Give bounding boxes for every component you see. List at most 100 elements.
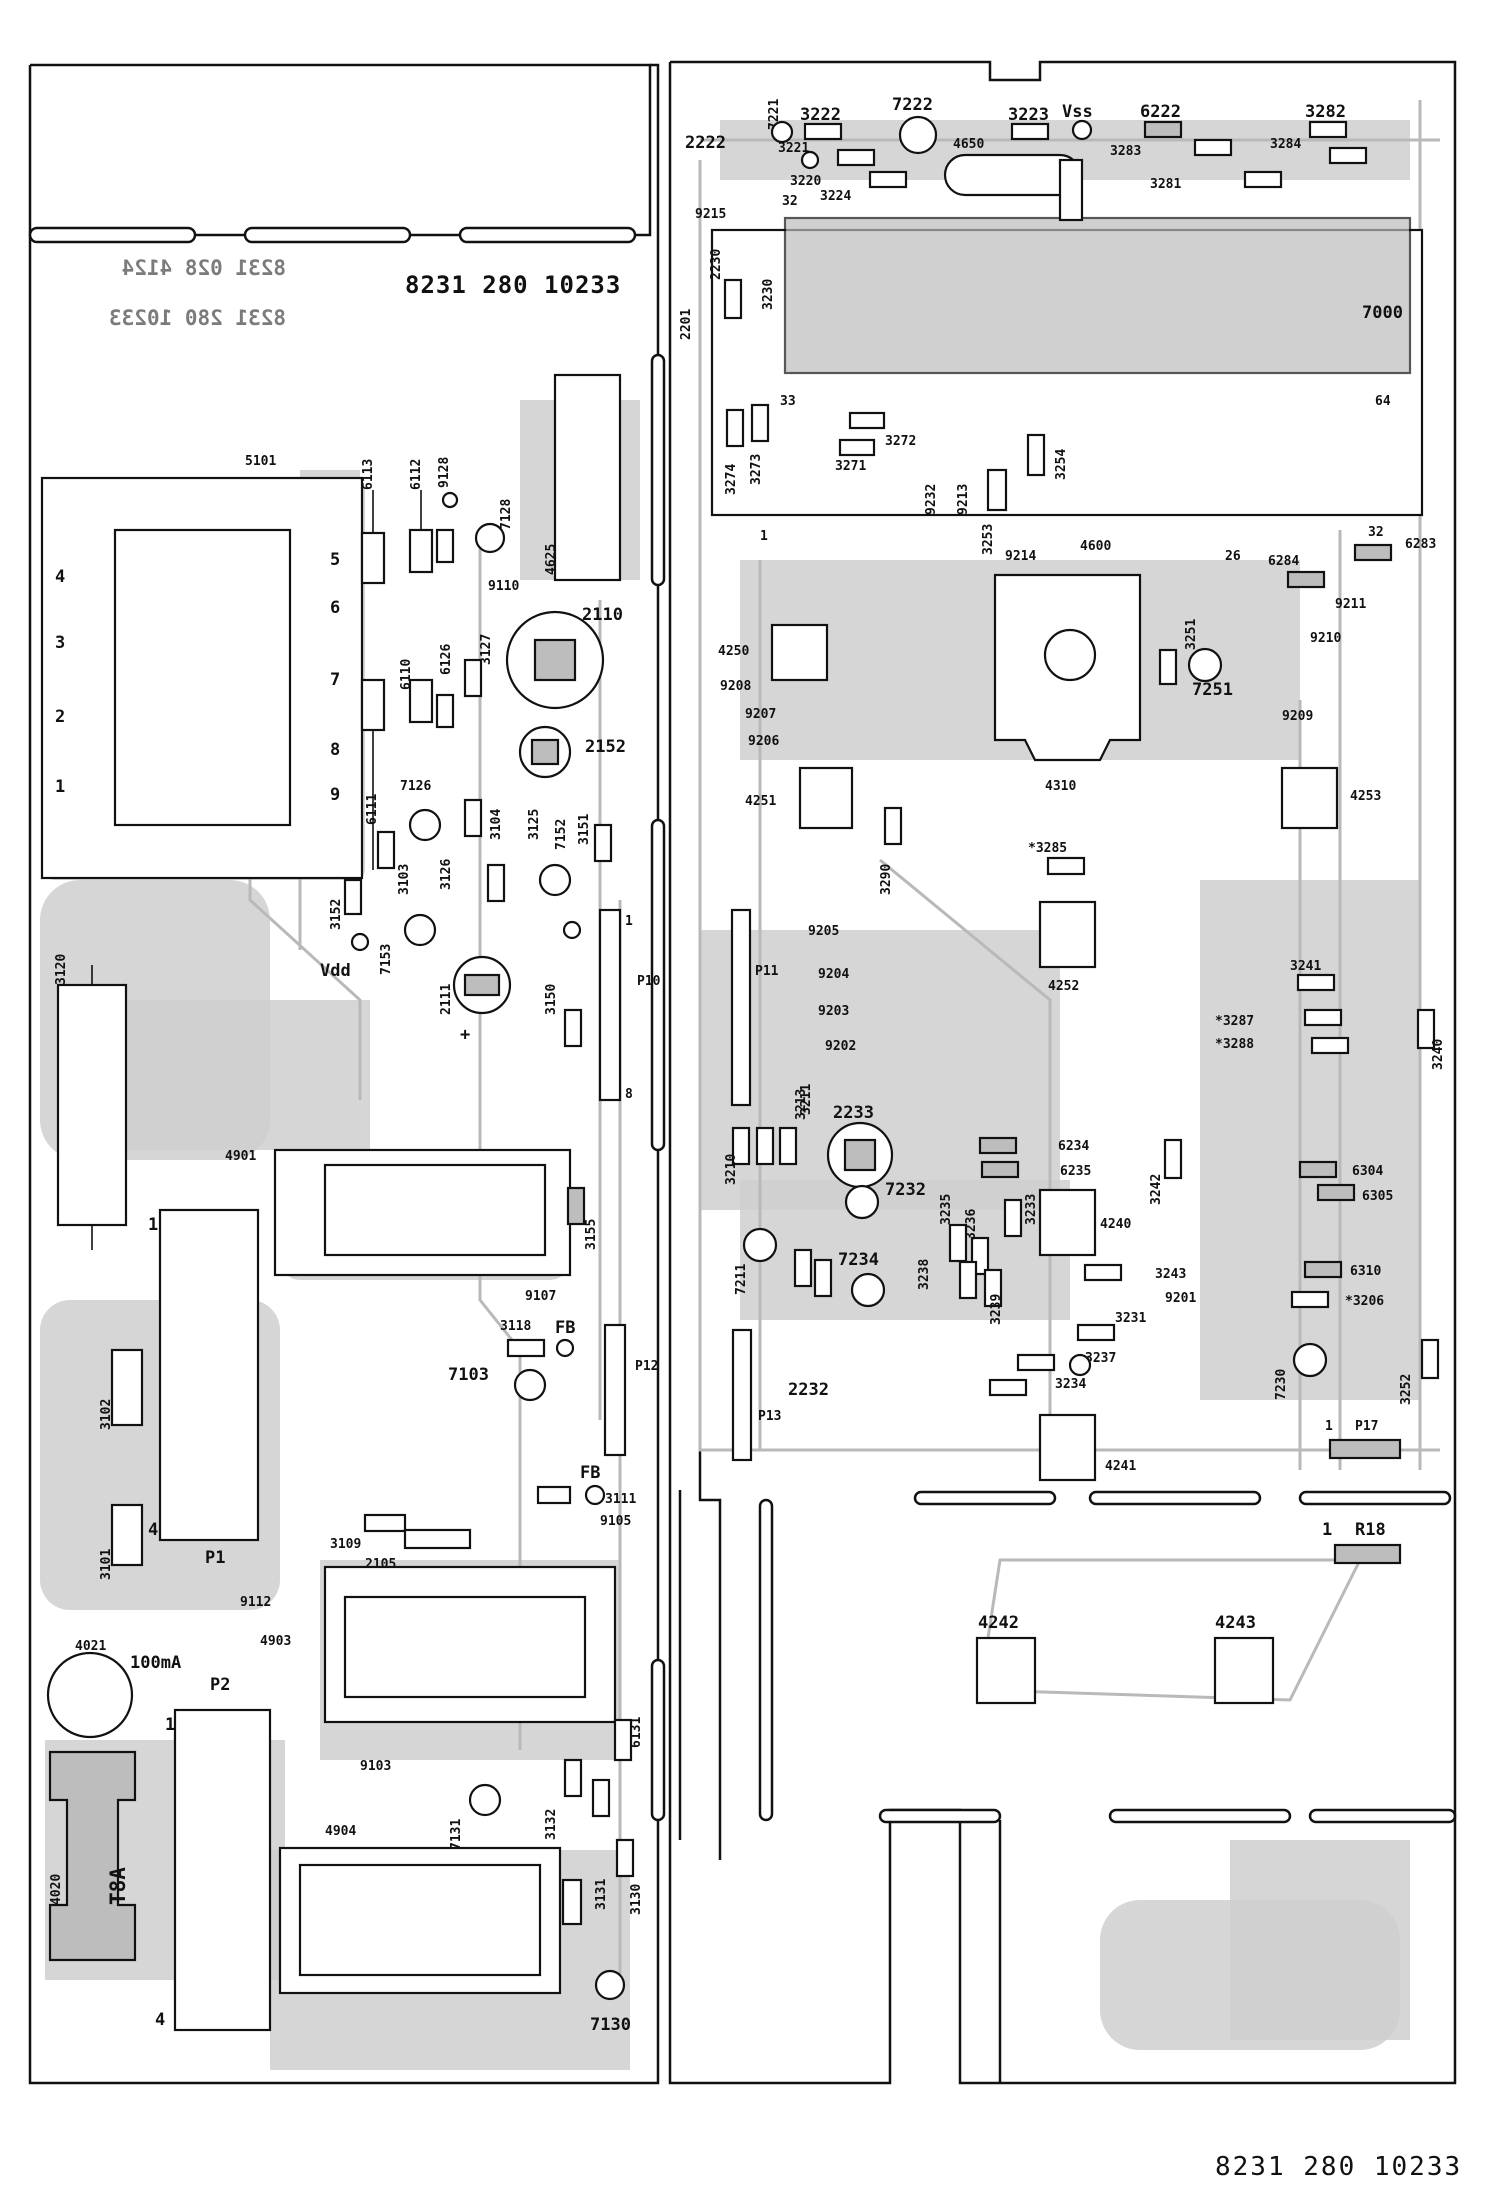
label-p13: P13 [758,1409,781,1424]
label-3155: 3155 [584,1219,599,1250]
label-9112: 9112 [240,1595,271,1610]
label-fb2: FB [580,1463,600,1483]
label-3243: 3243 [1155,1267,1186,1282]
label-6110: 6110 [399,659,414,690]
label-3281: 3281 [1150,177,1181,192]
label-3274: 3274 [724,464,739,495]
label-7251: 7251 [1192,680,1233,700]
label-7153: 7153 [379,944,394,975]
label-ic_pin_64: 64 [1375,394,1391,409]
label-7131: 7131 [449,1819,464,1850]
label-7128: 7128 [499,499,514,530]
label-2232: 2232 [788,1380,829,1400]
label-3211: 3211 [799,1084,814,1115]
label-4240: 4240 [1100,1217,1131,1232]
label-3254: 3254 [1054,449,1069,480]
label-4250: 4250 [718,644,749,659]
label-3235: 3235 [939,1194,954,1225]
label-p17: P17 [1355,1419,1378,1434]
label-9232: 9232 [924,484,939,515]
label-3273: 3273 [749,454,764,485]
label-p10_pin8: 8 [625,1087,633,1102]
label-4241: 4241 [1105,1459,1136,1474]
label-3101: 3101 [99,1549,114,1580]
transformer-5101: 5101 4 3 2 1 5 6 7 8 9 [40,454,364,880]
label-9202: 9202 [825,1039,856,1054]
label-3132: 3132 [544,1809,559,1840]
label-p2_pin4: 4 [155,2010,165,2030]
label-4903: 4903 [260,1634,291,1649]
label-6222: 6222 [1140,102,1181,122]
label-32: 32 [1368,525,1384,540]
label-3238: 3238 [917,1259,932,1290]
label-r18_pin1: 1 [1322,1520,1332,1540]
label-1: 3 [55,633,65,653]
label-26: 26 [1225,549,1241,564]
label-4650: 4650 [953,137,984,152]
label-2222: 2222 [685,133,726,153]
label-p12: P12 [635,1359,658,1374]
label-3241: 3241 [1290,959,1321,974]
label-2230: 2230 [709,249,724,280]
board-code: 8231 280 10233 [405,271,621,299]
label-3130: 3130 [629,1884,644,1915]
label-9214: 9214 [1005,549,1036,564]
label-4021: 4021 [75,1639,106,1654]
label-4901: 4901 [225,1149,256,1164]
label-9128: 9128 [437,457,452,488]
label-ref: 5101 [245,454,276,469]
label-3102: 3102 [99,1399,114,1430]
mirrored-code-2: 8231 280 10233 [109,306,286,330]
label-1: 6 [330,598,340,618]
label-6304: 6304 [1352,1164,1383,1179]
label-3111: 3111 [605,1492,636,1507]
label-3231: 3231 [1115,1311,1146,1326]
label-3104: 3104 [489,809,504,840]
label-9209: 9209 [1282,709,1313,724]
label-4252: 4252 [1048,979,1079,994]
label-6234: 6234 [1058,1139,1089,1154]
label-3126: 3126 [439,859,454,890]
label-6126: 6126 [439,644,454,675]
label-3283: 3283 [1110,144,1141,159]
label-p2: P2 [210,1675,230,1695]
label-6284: 6284 [1268,554,1299,569]
diode-block-61xx [360,490,455,870]
label-7232: 7232 [885,1180,926,1200]
label-3236: 3236 [964,1209,979,1240]
label-ic_pin_1: 1 [760,529,768,544]
label-7234: 7234 [838,1250,879,1270]
label-2110: 2110 [582,605,623,625]
label-2201: 2201 [679,309,694,340]
label-4251: 4251 [745,794,776,809]
label-9105: 9105 [600,1514,631,1529]
label-3220: 3220 [790,174,821,189]
label-3230: 3230 [761,279,776,310]
label-4904: 4904 [325,1824,356,1839]
label-6283: 6283 [1405,537,1436,552]
label-9215: 9215 [695,207,726,222]
label-4253: 4253 [1350,789,1381,804]
label-0: 5 [330,550,340,570]
label-ic_pin_33: 33 [780,394,796,409]
label-9107: 9107 [525,1289,556,1304]
label-2111: 2111 [439,984,454,1015]
label-6235: 6235 [1060,1164,1091,1179]
label-9207: 9207 [745,707,776,722]
label-r18: R18 [1355,1520,1386,1540]
label-3151: 3151 [577,814,592,845]
label-ic_ref: 7000 [1362,303,1403,323]
label-3290: 3290 [879,864,894,895]
label-7222: 7222 [892,95,933,115]
tracks [248,100,1440,1980]
label-3271: 3271 [835,459,866,474]
left-board: 8231 280 10233 8231 028 4124 8231 280 10… [40,256,661,2035]
label-9213: 9213 [956,484,971,515]
label-3152: 3152 [329,899,344,930]
label-3285: *3285 [1028,841,1067,856]
label-p10: P10 [637,974,661,989]
label-7103: 7103 [448,1365,489,1385]
label-9210: 9210 [1310,631,1341,646]
label-6112: 6112 [409,459,424,490]
